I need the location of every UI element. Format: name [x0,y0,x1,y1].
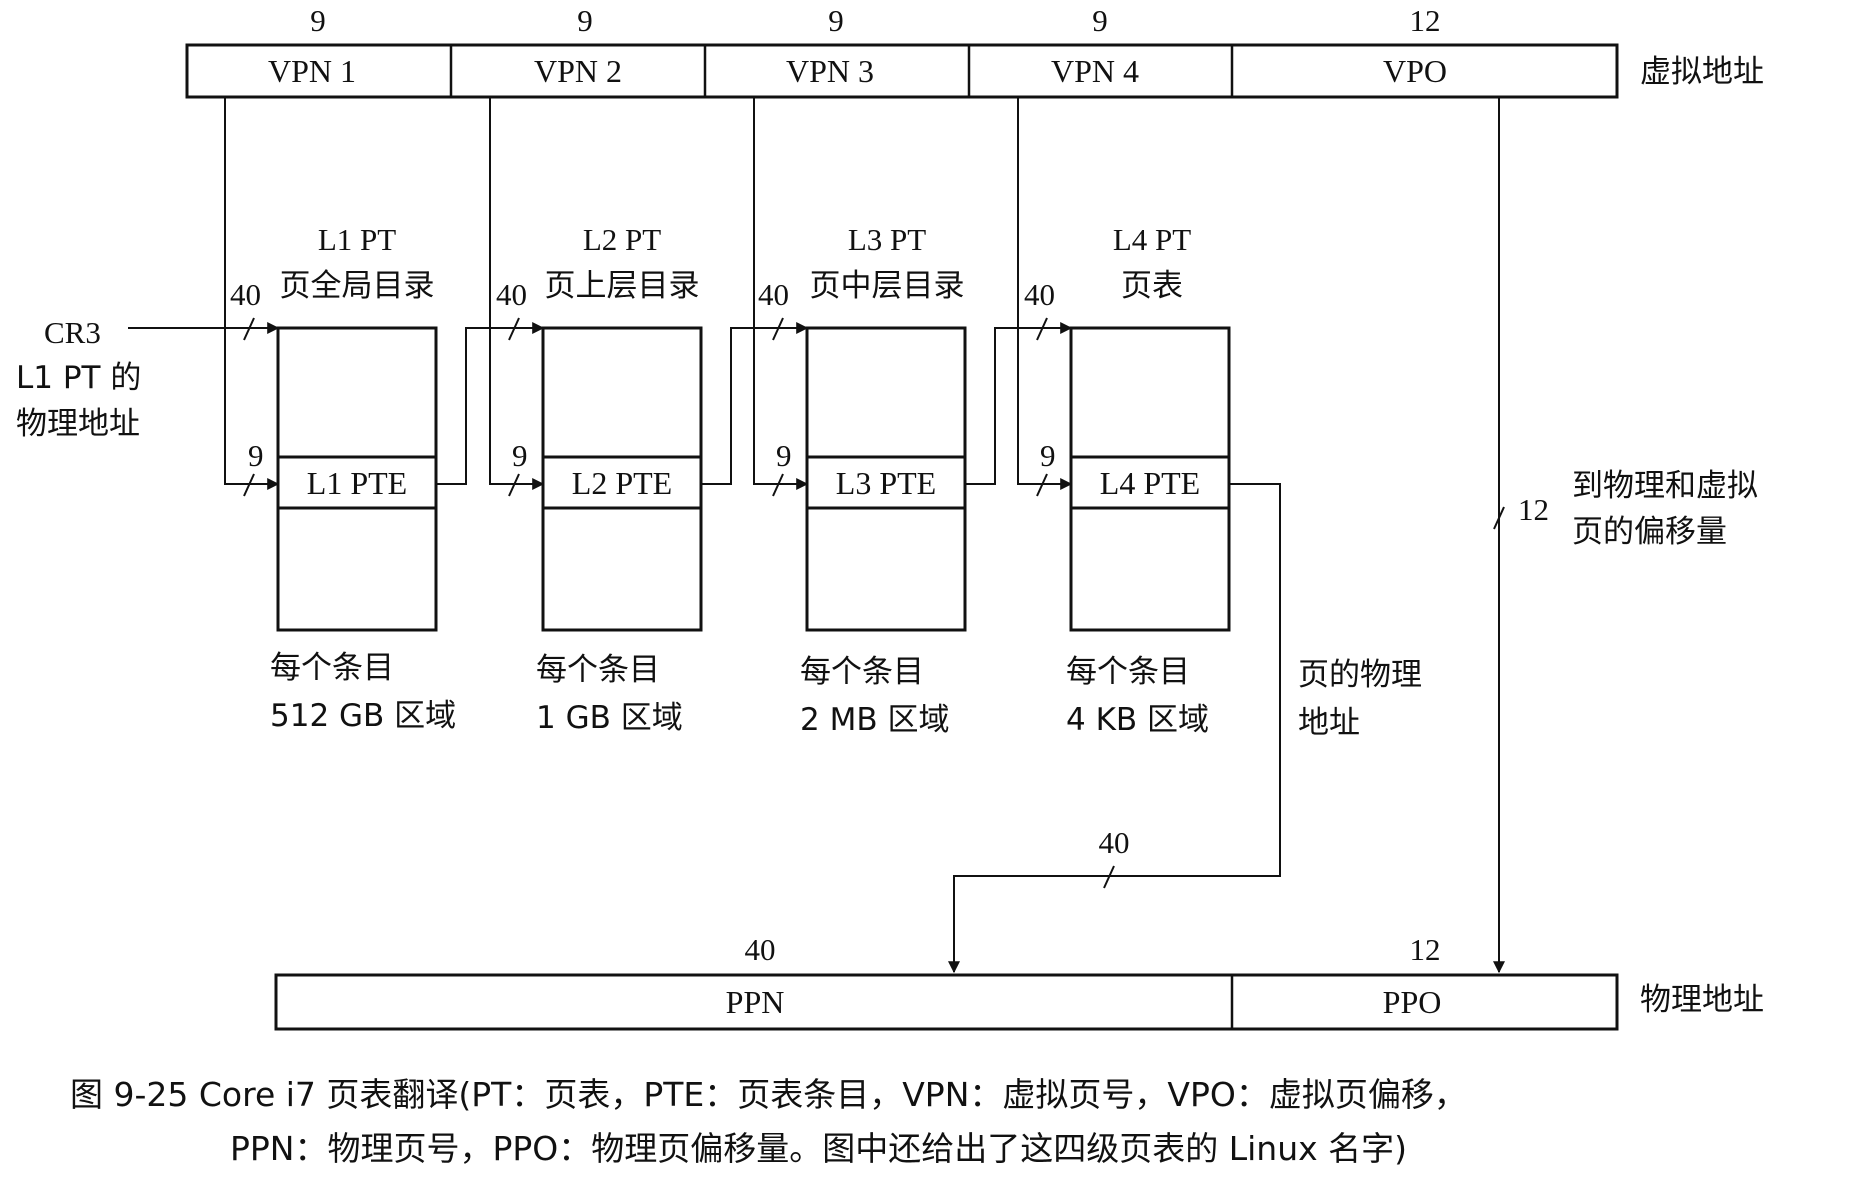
region-note: 512 GB 区域 [270,698,456,734]
base-bits-label: 40 [758,277,789,312]
vpn2-label: VPN 2 [534,53,622,89]
width-tick [772,317,784,341]
pte-label: L1 PTE [307,465,407,501]
page-table-l4: L4 PT 页表 L4 PTE 每个条目 4 KB 区域 [1066,222,1231,738]
ppn-path-bits: 40 [1099,825,1130,860]
index-bits-label: 9 [1040,438,1056,473]
table-name: L2 PT [583,222,661,257]
virtual-address-box [185,43,1619,99]
index-bits-label: 9 [512,438,528,473]
vpn1-index-arrow [224,97,280,490]
vpo-label: VPO [1383,53,1447,89]
vpn4-label: VPN 4 [1051,53,1139,89]
vpn2-bits: 9 [577,3,593,38]
cr3-desc: L1 PT 的 [16,360,141,396]
ppo-label: PPO [1383,984,1442,1020]
virtual-address-label: 虚拟地址 [1640,54,1764,90]
page-phys-addr-label: 地址 [1298,705,1360,741]
region-note: 每个条目 [270,650,394,686]
physical-address-register: PPN PPO 40 12 物理地址 [274,932,1764,1031]
vpn4-index-arrow [1017,97,1073,490]
cr3-desc: 物理地址 [16,406,140,442]
offset-bits: 12 [1518,492,1549,527]
width-tick [243,317,255,341]
width-tick [508,317,520,341]
index-bits-label: 9 [776,438,792,473]
bit-width-marks: 40 9 40 9 40 9 40 9 [230,277,1056,497]
pte-label: L3 PTE [836,465,936,501]
table-linux-name: 页全局目录 [280,268,435,304]
virtual-address-register: VPN 1 VPN 2 VPN 3 VPN 4 VPO 9 9 9 9 12 虚… [185,3,1764,99]
vpo-bits: 12 [1410,3,1441,38]
base-bits-label: 40 [1024,277,1055,312]
cr3-register: CR3 L1 PT 的 物理地址 [16,315,280,442]
region-note: 每个条目 [536,652,660,688]
base-bits-label: 40 [230,277,261,312]
table-name: L3 PT [848,222,926,257]
l1-to-l2-arrow [436,322,545,485]
vpn3-bits: 9 [828,3,844,38]
region-note: 2 MB 区域 [800,702,949,738]
physical-address-label: 物理地址 [1640,982,1764,1018]
page-table-l3: L3 PT 页中层目录 L3 PTE 每个条目 2 MB 区域 [800,222,967,738]
pte-label: L4 PTE [1100,465,1200,501]
pte-label: L2 PTE [572,465,672,501]
offset-desc: 到物理和虚拟 [1572,468,1758,504]
page-physical-address-path: 40 页的物理 地址 [948,483,1422,974]
base-bits-label: 40 [496,277,527,312]
page-table-l1: L1 PT 页全局目录 L1 PTE 每个条目 512 GB 区域 [270,222,456,734]
vpn1-label: VPN 1 [268,53,356,89]
width-tick [1036,317,1048,341]
ppn-bits: 40 [745,932,776,967]
table-name: L4 PT [1113,222,1191,257]
vpn1-bits: 9 [310,3,326,38]
vpn4-bits: 9 [1092,3,1108,38]
vpn3-index-arrow [753,97,809,490]
region-note: 每个条目 [1066,654,1190,690]
vpn2-index-arrow [489,97,545,490]
l3-to-l4-arrow [965,322,1073,485]
region-note: 1 GB 区域 [536,700,683,736]
l2-to-l3-arrow [701,322,809,485]
index-arrows [224,97,1073,490]
table-linux-name: 页表 [1121,268,1183,304]
width-tick [1036,473,1048,497]
table-linux-name: 页中层目录 [810,268,965,304]
width-tick [508,473,520,497]
ppo-bits: 12 [1410,932,1441,967]
table-name: L1 PT [318,222,396,257]
cr3-label: CR3 [44,315,101,350]
offset-path: 12 到物理和虚拟 页的偏移量 [1493,97,1758,974]
vpn3-label: VPN 3 [786,53,874,89]
page-table-l2: L2 PT 页上层目录 L2 PTE 每个条目 1 GB 区域 [536,222,703,736]
caption-line: PPN：物理页号，PPO：物理页偏移量。图中还给出了这四级页表的 Linux 名… [230,1129,1407,1168]
region-note: 4 KB 区域 [1066,702,1209,738]
page-phys-addr-label: 页的物理 [1298,657,1422,693]
region-note: 每个条目 [800,654,924,690]
table-linux-name: 页上层目录 [545,268,700,304]
physical-address-box [274,973,1619,1031]
width-tick [772,473,784,497]
offset-desc: 页的偏移量 [1572,514,1727,550]
width-tick [1103,865,1115,889]
ppn-arrow [948,483,1281,974]
width-tick [243,473,255,497]
ppn-label: PPN [726,984,785,1020]
index-bits-label: 9 [248,438,264,473]
width-tick [1493,506,1505,530]
figure-caption: 图 9-25 Core i7 页表翻译(PT：页表，PTE：页表条目，VPN：虚… [70,1075,1467,1168]
caption-line: 图 9-25 Core i7 页表翻译(PT：页表，PTE：页表条目，VPN：虚… [70,1075,1467,1114]
base-address-arrows [436,322,1073,485]
